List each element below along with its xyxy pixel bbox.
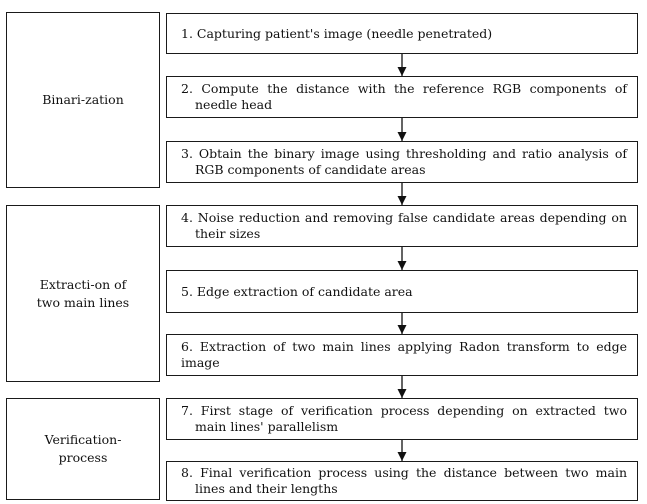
step-4: 4. Noise reduction and removing false ca… (166, 205, 638, 247)
step-label: 8. Final verification process using the … (181, 465, 627, 496)
step-8: 8. Final verification process using the … (166, 461, 638, 501)
stage-verification: Verification- process (6, 398, 160, 500)
stage-label: Verification- process (44, 432, 122, 465)
stage-label: Extracti-on of two main lines (36, 276, 130, 310)
step-label: 2. Compute the distance with the referen… (181, 81, 627, 112)
step-label: 6. Extraction of two main lines applying… (181, 339, 627, 370)
stage-extraction: Extracti-on of two main lines (6, 205, 160, 382)
stage-binarization: Binari-zation (6, 12, 160, 188)
step-3: 3. Obtain the binary image using thresho… (166, 141, 638, 183)
step-label: 3. Obtain the binary image using thresho… (181, 146, 627, 177)
step-label: 4. Noise reduction and removing false ca… (181, 210, 627, 241)
step-5: 5. Edge extraction of candidate area (166, 270, 638, 313)
step-label: 5. Edge extraction of candidate area (181, 283, 413, 299)
step-6: 6. Extraction of two main lines applying… (166, 334, 638, 376)
step-2: 2. Compute the distance with the referen… (166, 76, 638, 118)
stage-label: Binari-zation (42, 92, 124, 107)
step-7: 7. First stage of verification process d… (166, 398, 638, 440)
step-label: 7. First stage of verification process d… (181, 403, 627, 434)
step-1: 1. Capturing patient's image (needle pen… (166, 13, 638, 54)
step-label: 1. Capturing patient's image (needle pen… (181, 25, 493, 41)
